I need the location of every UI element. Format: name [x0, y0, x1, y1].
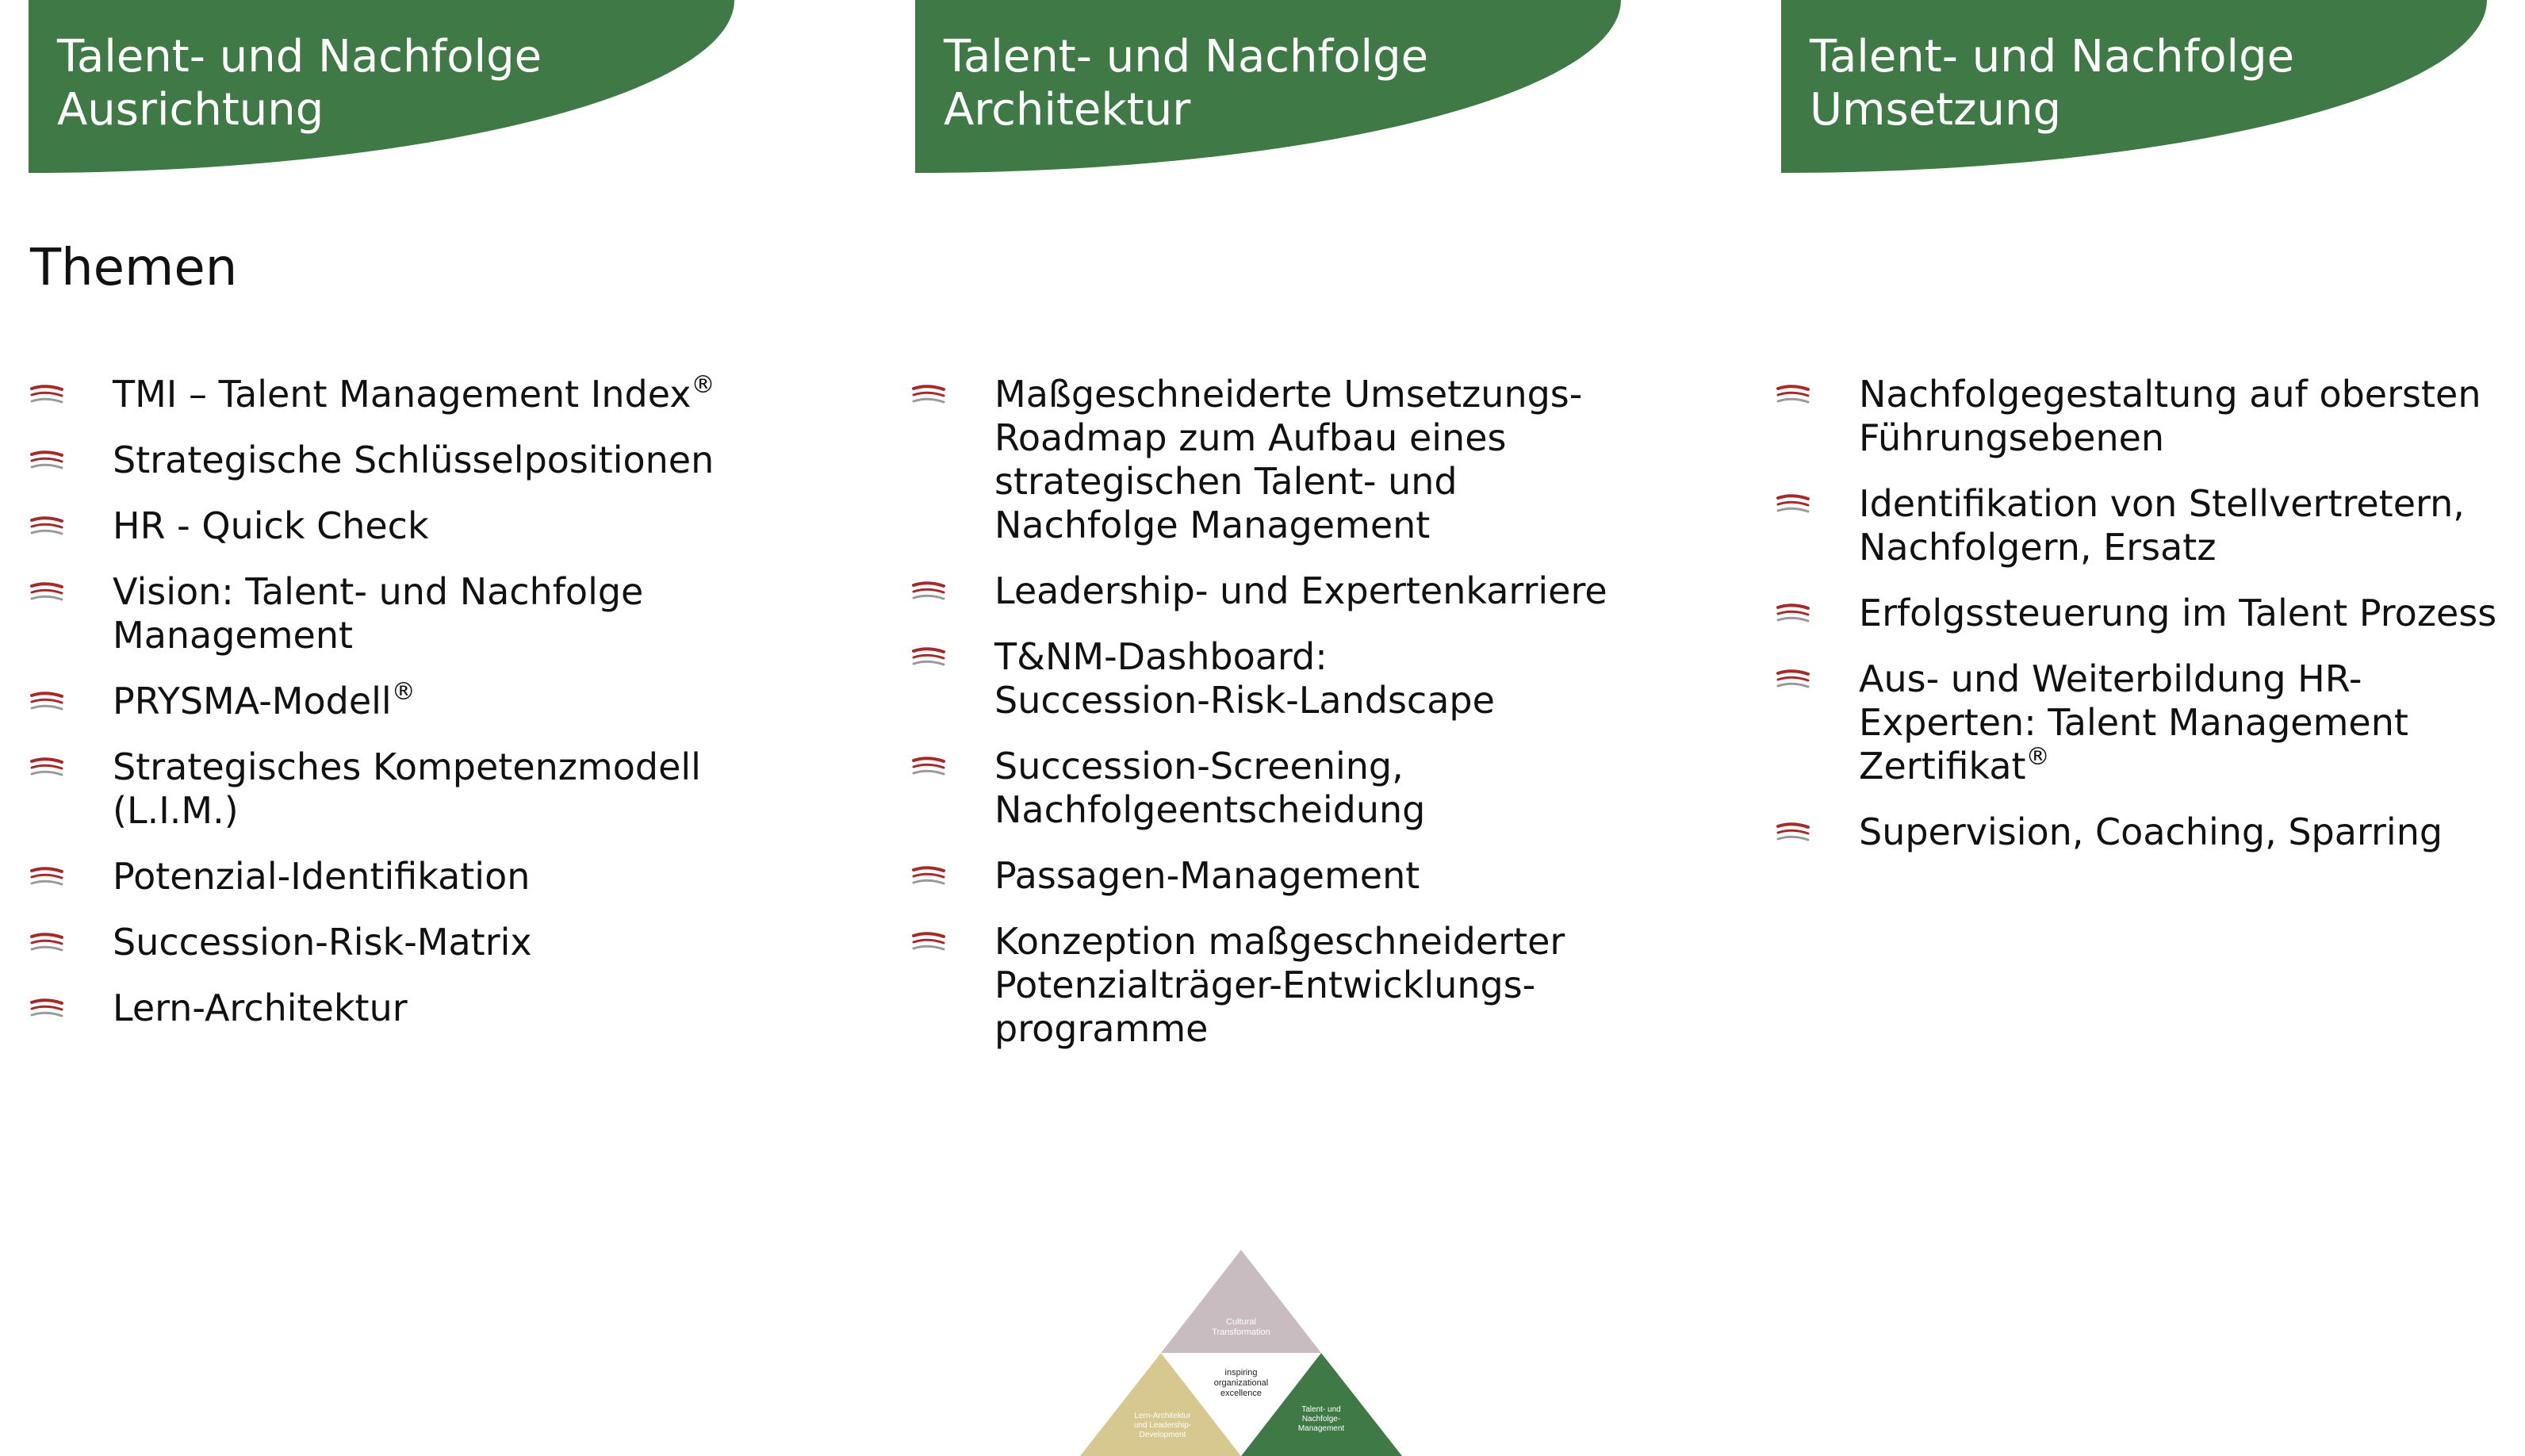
list-item: Strategische Schlüsselpositionen: [30, 439, 863, 482]
list-item: Erfolgssteuerung im Talent Prozess: [1776, 592, 2525, 635]
list-item-text: Nachfolgegestaltung auf obersten Führung…: [1859, 373, 2481, 459]
column-2-banner-line-2: Architektur: [944, 84, 1191, 136]
bullet-icon: [30, 933, 63, 952]
registered-mark: ®: [391, 678, 416, 706]
logo-right-text-2: Nachfolge-: [1302, 1415, 1340, 1423]
logo-right-text-1: Talent- und: [1301, 1405, 1340, 1414]
list-item-text: Succession-Screening, Nachfolgeentscheid…: [994, 745, 1426, 831]
list-item-text: Erfolgssteuerung im Talent Prozess: [1859, 592, 2497, 634]
list-item-text: Succession-Risk-Matrix: [113, 921, 532, 964]
column-2-banner: Talent- und Nachfolge Architektur: [915, 0, 1621, 173]
bullet-icon: [1776, 494, 1810, 513]
list-item-text: Strategische Schlüsselpositionen: [113, 439, 715, 481]
logo-center-text-3: excellence: [1220, 1389, 1262, 1398]
list-item: Konzeption maßgeschneiderter Potenzialtr…: [912, 920, 1745, 1051]
bullet-icon: [30, 516, 63, 535]
bullet-icon: [1776, 603, 1810, 623]
logo-right-segment: [1241, 1353, 1402, 1456]
list-item-text: PRYSMA-Modell: [113, 680, 392, 722]
list-item-text: Leadership- und Expertenkarriere: [994, 569, 1607, 612]
column-3-banner: Talent- und Nachfolge Umsetzung: [1781, 0, 2487, 173]
column-2-list: Maßgeschneiderte Umsetzungs- Roadmap zum…: [912, 373, 1745, 1073]
registered-mark: ®: [2025, 743, 2050, 771]
list-item-text: Aus- und Weiterbildung HR- Experten: Tal…: [1859, 657, 2408, 787]
logo-left-text-1: Lern-Architektur: [1134, 1412, 1191, 1420]
list-item: Vision: Talent- und Nachfolge Management: [30, 570, 863, 657]
list-item-text: Identifikation von Stellvertretern, Nach…: [1859, 482, 2465, 569]
list-item: PRYSMA-Modell®: [30, 680, 863, 723]
bullet-icon: [1776, 385, 1810, 404]
bullet-icon: [30, 692, 63, 711]
themen-heading: Themen: [30, 239, 238, 297]
bullet-icon: [912, 932, 945, 951]
list-item-text: T&NM-Dashboard: Succession-Risk-Landscap…: [994, 635, 1495, 722]
list-item: Succession-Screening, Nachfolgeentscheid…: [912, 745, 1745, 832]
column-3-list: Nachfolgegestaltung auf obersten Führung…: [1776, 373, 2525, 876]
bullet-icon: [912, 581, 945, 600]
triangle-logo: Cultural Transformation inspiring organi…: [1080, 1250, 1402, 1456]
bullet-icon: [1776, 669, 1810, 688]
list-item: Passagen-Management: [912, 854, 1745, 898]
list-item: Aus- und Weiterbildung HR- Experten: Tal…: [1776, 657, 2525, 788]
logo-left-text-3: Development: [1140, 1431, 1186, 1439]
bullet-icon: [30, 757, 63, 776]
list-item-text: Lern-Architektur: [113, 987, 408, 1029]
logo-left-segment: [1080, 1353, 1241, 1456]
list-item: Nachfolgegestaltung auf obersten Führung…: [1776, 373, 2525, 460]
bullet-icon: [30, 867, 63, 886]
bullet-icon: [912, 385, 945, 404]
list-item: Lern-Architektur: [30, 987, 863, 1030]
list-item-text: Strategisches Kompetenzmodell (L.I.M.): [113, 745, 701, 832]
logo-right-text-3: Management: [1298, 1424, 1345, 1433]
list-item-text: Passagen-Management: [994, 854, 1420, 897]
column-2-banner-line-1: Talent- und Nachfolge: [944, 31, 1429, 82]
list-item: TMI – Talent Management Index®: [30, 373, 863, 416]
column-3-banner-line-2: Umsetzung: [1810, 84, 2062, 136]
bullet-icon: [1776, 822, 1810, 841]
list-item-text: Supervision, Coaching, Sparring: [1859, 810, 2443, 853]
bullet-icon: [912, 757, 945, 776]
list-item: Potenzial-Identifikation: [30, 855, 863, 899]
list-item: T&NM-Dashboard: Succession-Risk-Landscap…: [912, 635, 1745, 722]
list-item: Maßgeschneiderte Umsetzungs- Roadmap zum…: [912, 373, 1745, 547]
list-item-text: Maßgeschneiderte Umsetzungs- Roadmap zum…: [994, 373, 1583, 546]
column-1-banner: Talent- und Nachfolge Ausrichtung: [29, 0, 734, 173]
logo-top-text-2: Transformation: [1212, 1328, 1270, 1337]
list-item: Supervision, Coaching, Sparring: [1776, 810, 2525, 854]
column-3-banner-line-1: Talent- und Nachfolge: [1810, 31, 2295, 82]
bullet-icon: [30, 998, 63, 1017]
list-item: Strategisches Kompetenzmodell (L.I.M.): [30, 745, 863, 833]
logo-center-text-1: inspiring: [1225, 1368, 1258, 1377]
list-item: Leadership- und Expertenkarriere: [912, 569, 1745, 613]
bullet-icon: [30, 385, 63, 404]
column-1-banner-line-1: Talent- und Nachfolge: [57, 31, 542, 82]
bullet-icon: [912, 647, 945, 666]
logo-top-segment: [1161, 1250, 1321, 1353]
list-item: HR - Quick Check: [30, 504, 863, 548]
bullet-icon: [30, 582, 63, 601]
column-1-list: TMI – Talent Management Index® Strategis…: [30, 373, 863, 1052]
list-item-text: TMI – Talent Management Index: [113, 373, 692, 416]
logo-center-segment: [1161, 1353, 1321, 1456]
list-item-text: HR - Quick Check: [113, 504, 429, 547]
logo-top-text-1: Cultural: [1226, 1317, 1256, 1327]
bullet-icon: [30, 450, 63, 469]
list-item: Identifikation von Stellvertretern, Nach…: [1776, 482, 2525, 569]
list-item-text: Potenzial-Identifikation: [113, 855, 531, 898]
list-item: Succession-Risk-Matrix: [30, 921, 863, 964]
registered-mark: ®: [691, 371, 715, 399]
list-item-text: Vision: Talent- und Nachfolge Management: [113, 570, 644, 657]
column-1-banner-line-2: Ausrichtung: [57, 84, 324, 136]
logo-left-text-2: und Leadership-: [1134, 1421, 1191, 1430]
logo-center-text-2: organizational: [1214, 1378, 1269, 1388]
bullet-icon: [912, 866, 945, 885]
list-item-text: Konzeption maßgeschneiderter Potenzialtr…: [994, 920, 1565, 1050]
